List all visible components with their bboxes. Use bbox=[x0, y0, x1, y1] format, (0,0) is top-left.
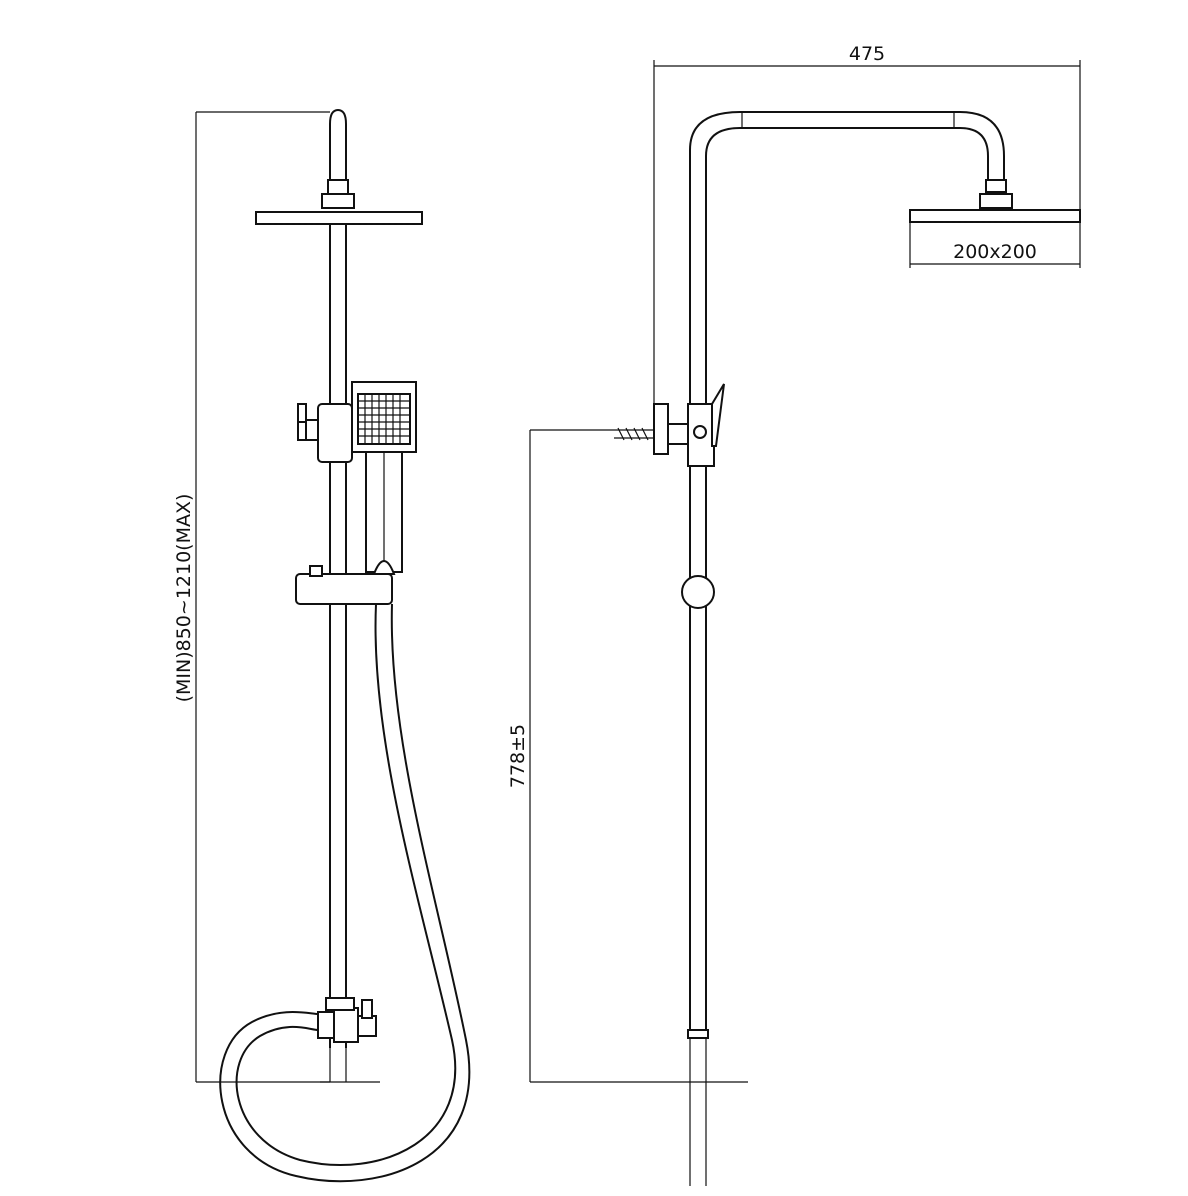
inlet-height-dimension: 778±5 bbox=[507, 429, 748, 1083]
side-view: 475 200x200 bbox=[507, 43, 1081, 1186]
rain-head-front bbox=[255, 211, 423, 225]
riser-pipe-front bbox=[329, 224, 347, 1048]
bottom-outlet-front bbox=[317, 997, 380, 1083]
height-dimension: (MIN)850~1210(MAX) bbox=[173, 111, 330, 1083]
rain-head-side: 200x200 bbox=[909, 209, 1081, 268]
front-view: (MIN)850~1210(MAX) bbox=[173, 108, 471, 1183]
diverter-block bbox=[297, 403, 353, 463]
hose-front bbox=[219, 603, 471, 1183]
lower-riser-side bbox=[681, 466, 715, 1186]
top-arm bbox=[321, 108, 355, 209]
hand-shower-front bbox=[351, 381, 417, 573]
head-size-label: 200x200 bbox=[953, 241, 1037, 263]
inlet-height-label: 778±5 bbox=[507, 724, 529, 788]
height-range-label: (MIN)850~1210(MAX) bbox=[173, 494, 195, 703]
slide-bracket bbox=[295, 560, 396, 605]
overall-width-label: 475 bbox=[849, 43, 885, 65]
riser-arm-side bbox=[689, 111, 1013, 404]
width-dimension: 475 bbox=[653, 43, 1081, 410]
wall-bracket-side bbox=[614, 383, 725, 467]
